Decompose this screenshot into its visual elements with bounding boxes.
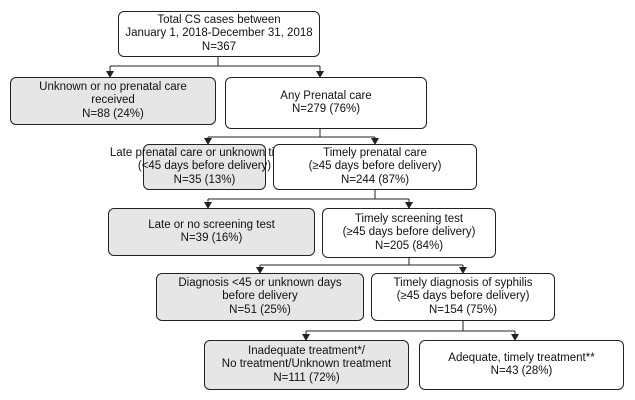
node-text: Inadequate treatment*/ (248, 344, 365, 357)
node-text: Timely screening test (354, 212, 464, 225)
node-text: Late prenatal care or unknown timing (109, 146, 300, 159)
connector-total (110, 57, 320, 67)
node-text: (≥45 days before delivery) (396, 290, 530, 303)
node-timely-prenatal-care: Timely prenatal care (≥45 days before de… (273, 144, 477, 190)
node-inadequate-treatment: Inadequate treatment*/ No treatment/Unkn… (204, 340, 409, 390)
node-text: Diagnosis <45 or unknown days (178, 276, 342, 289)
node-text: N=111 (72%) (273, 371, 340, 384)
node-late-screening-test: Late or no screening test N=39 (16%) (108, 208, 315, 256)
node-text: (≥45 days before delivery) (308, 160, 442, 173)
connector-timely-prenatal (208, 190, 409, 200)
connector-timely-screening (260, 258, 463, 266)
node-text: Unknown or no prenatal care (39, 80, 187, 93)
connector-timely-diagnosis (306, 321, 515, 332)
node-late-prenatal-care: Late prenatal care or unknown timing (<4… (110, 144, 299, 190)
node-text: Timely diagnosis of syphilis (393, 276, 533, 289)
node-total-cs-cases: Total CS cases between January 1, 2018-D… (118, 11, 320, 57)
node-text: Adequate, timely treatment** (448, 351, 595, 364)
connector-any-prenatal (208, 129, 375, 138)
node-text: N=88 (24%) (82, 107, 144, 120)
node-text: Timely prenatal care (323, 146, 427, 159)
node-text: before delivery (222, 290, 298, 303)
node-text: No treatment/Unknown treatment (221, 358, 392, 371)
node-text: N=43 (28%) (490, 365, 553, 377)
node-text: N=244 (87%) (340, 173, 410, 186)
node-timely-screening-test: Timely screening test (≥45 days before d… (322, 208, 496, 258)
node-timely-diagnosis: Timely diagnosis of syphilis (≥45 days b… (371, 273, 555, 321)
node-adequate-treatment: Adequate, timely treatment** N=43 (28%) (419, 340, 624, 390)
node-text: N=205 (84%) (374, 239, 444, 252)
node-any-prenatal-care: Any Prenatal care N=279 (76%) (225, 77, 427, 129)
node-text: Total CS cases between (157, 13, 281, 26)
node-text: N=51 (25%) (229, 303, 291, 316)
node-text: N=367 (201, 40, 237, 53)
node-text: N=154 (75%) (428, 303, 498, 316)
node-text: January 1, 2018-December 31, 2018 (125, 27, 313, 40)
node-text: Late or no screening test (148, 218, 275, 231)
node-text: (≥45 days before delivery) (342, 226, 476, 239)
node-text: N=279 (76%) (291, 103, 361, 115)
node-text: N=35 (13%) (173, 173, 236, 186)
node-no-prenatal-care: Unknown or no prenatal care received N=8… (10, 77, 216, 125)
node-text: N=39 (16%) (180, 232, 243, 244)
node-text: Any Prenatal care (280, 89, 372, 102)
node-late-diagnosis: Diagnosis <45 or unknown days before del… (156, 273, 364, 321)
node-text: received (91, 94, 135, 107)
node-text: (<45 days before delivery) (137, 160, 272, 173)
